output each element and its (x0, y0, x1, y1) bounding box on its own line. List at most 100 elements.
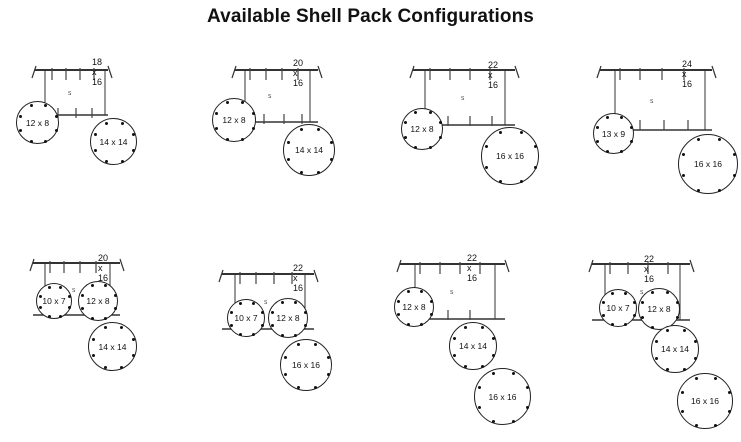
drum-lug (680, 410, 684, 414)
drum-lug (606, 149, 610, 153)
drum-lug (296, 342, 300, 346)
drum-lug (429, 299, 433, 303)
drum-lug (251, 112, 255, 116)
floor-tom-drum: 16 x 16 (474, 368, 531, 425)
page-title: Available Shell Pack Configurations (207, 6, 534, 27)
drum-lug (91, 337, 95, 341)
drum-lug (714, 424, 718, 428)
drum-lug (303, 310, 307, 314)
svg-text:S: S (68, 91, 72, 97)
svg-text:S: S (268, 94, 272, 100)
drum-lug (104, 316, 108, 320)
drum-lug (602, 301, 606, 305)
drum-lug (596, 126, 600, 130)
drum-lug (414, 111, 418, 115)
svg-text:S: S (264, 300, 268, 306)
tom-drum: 12 x 8 (212, 98, 256, 142)
drum-lug (47, 314, 51, 318)
drum-lug (728, 390, 732, 394)
drum-lug (682, 152, 686, 156)
drum-lug (526, 386, 530, 390)
drum-lug (694, 340, 698, 344)
drum-lug (121, 121, 125, 125)
drum-lug (696, 188, 700, 192)
drum-lug (666, 368, 670, 372)
bass-drum-label: 18 x 16 (92, 57, 103, 87)
drum-lug (428, 111, 432, 115)
drum-lug (283, 373, 287, 377)
drum-lug (91, 354, 95, 358)
drum-lug (511, 371, 515, 375)
drum-lug (397, 313, 401, 317)
drum-lug (728, 410, 732, 414)
drum-lug (44, 139, 48, 143)
drum-lug (251, 332, 255, 336)
drum-lug (680, 390, 684, 394)
drum-lug (317, 171, 321, 175)
drum-lug (499, 131, 503, 135)
tom-drum: 12 x 8 (268, 298, 308, 338)
drum-lug (81, 307, 85, 311)
drum-lug (452, 337, 456, 341)
floor-tom-drum: 14 x 14 (651, 325, 699, 373)
drum-lug (606, 116, 610, 120)
bass-drum-label: 24 x 16 (682, 59, 693, 89)
bass-drum-label: 20 x 16 (293, 58, 304, 88)
tom-drum: 10 x 7 (227, 299, 265, 337)
tom-drum: 10 x 7 (599, 289, 637, 327)
drum-lug (314, 386, 318, 390)
floor-tom-drum: 16 x 16 (678, 134, 738, 194)
drum-lug (317, 127, 321, 131)
drum-lug (596, 139, 600, 143)
drum-lug (485, 145, 489, 149)
drum-lug (477, 386, 481, 390)
drum-lug (619, 116, 623, 120)
drum-lug (641, 301, 645, 305)
drum-lug (251, 126, 255, 130)
tom-drum: 12 x 8 (401, 108, 443, 150)
drum-lug (59, 286, 63, 290)
drum-lug (67, 306, 71, 310)
drum-lug (132, 337, 136, 341)
drum-lug (632, 301, 636, 305)
svg-text:S: S (640, 290, 644, 296)
drum-lug (526, 405, 530, 409)
drum-lug (651, 291, 655, 295)
drum-lug (519, 179, 523, 183)
drum-lug (480, 325, 484, 329)
drum-lug (303, 324, 307, 328)
drum-lug (132, 149, 136, 153)
drum-lug (480, 365, 484, 369)
drum-lug (113, 293, 117, 297)
drum-lug (120, 366, 124, 370)
drum-lug (29, 104, 33, 108)
drum-lug (54, 129, 58, 133)
floor-tom-drum: 14 x 14 (283, 124, 335, 176)
drum-lug (81, 293, 85, 297)
drum-lug (239, 302, 243, 306)
drum-lug (230, 311, 234, 315)
floor-tom-drum: 16 x 16 (481, 127, 539, 185)
drum-lug (215, 126, 219, 130)
drum-lug (406, 322, 410, 326)
drum-lug (104, 121, 108, 125)
drum-lug (132, 354, 136, 358)
drum-lug (397, 299, 401, 303)
drum-lug (464, 365, 468, 369)
floor-tom-drum: 16 x 16 (677, 373, 733, 429)
drum-lug (654, 340, 658, 344)
drum-lug (104, 160, 108, 164)
tom-drum: 12 x 8 (16, 101, 59, 144)
bass-drum-label: 22 x 16 (293, 263, 304, 293)
drum-lug (239, 332, 243, 336)
bass-drum-label: 22 x 16 (488, 60, 499, 90)
drum-lug (629, 139, 633, 143)
drum-lug (611, 292, 615, 296)
drum-lug (39, 306, 43, 310)
drum-lug (54, 114, 58, 118)
drum-lug (226, 101, 230, 105)
drum-lug (666, 328, 670, 332)
drum-lug (654, 356, 658, 360)
